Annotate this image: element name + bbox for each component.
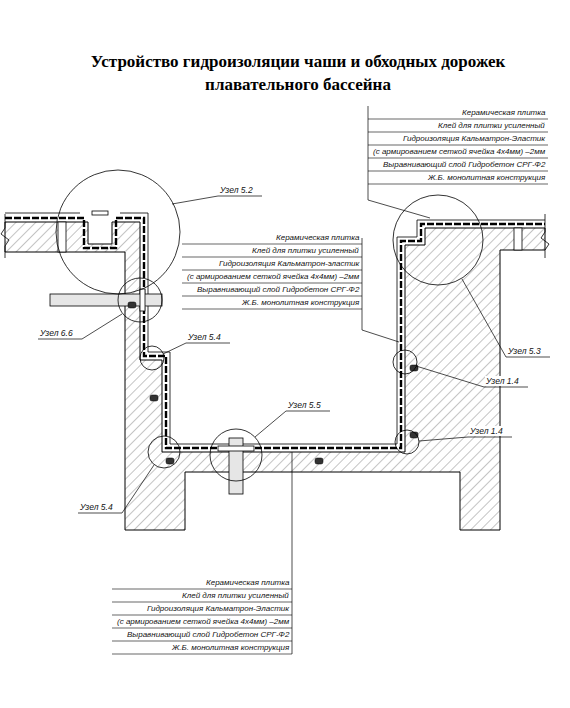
drawing-title: Устройство гидроизоляции чаши и обходных… <box>58 50 538 96</box>
layer-note: Гидроизоляция Кальматрон-Эластик <box>402 134 546 144</box>
layer-note: (с армированием сеткой ячейка 4х4мм) –2м… <box>372 147 546 157</box>
stack-leader <box>292 106 430 654</box>
note-underline <box>112 119 548 654</box>
layer-note: Керамическая плитка <box>461 108 546 118</box>
layer-note: Гидроизоляция Кальматрон-Эластик <box>146 604 290 614</box>
drain-flange <box>218 446 254 451</box>
tile-layer <box>120 213 545 444</box>
layer-note: Клей для плитки усиленный <box>251 246 360 256</box>
callout-label: Узел 5.5 <box>287 400 322 410</box>
waterproofing-layer <box>5 218 545 448</box>
layer-note: Клей для плитки усиленный <box>437 121 546 131</box>
concrete-structure <box>5 222 545 530</box>
break-line <box>1 214 9 258</box>
detail-circle <box>56 170 483 481</box>
callout-label: Узел 6.6 <box>39 328 74 338</box>
pipe-flange <box>140 289 145 311</box>
layer-note: Керамическая плитка <box>275 233 360 243</box>
callout-label: Узел 1.4 <box>485 376 520 386</box>
callout-label: Узел 1.4 <box>469 426 504 436</box>
joint-strip <box>514 228 522 250</box>
layer-note: Ж.Б. монолитная конструкция <box>427 173 546 183</box>
layer-note: (с армированием сеткой ячейка 4х4мм) –2м… <box>186 272 360 282</box>
callout-label: Узел 5.3 <box>507 346 542 356</box>
layer-note: Клей для плитки усиленный <box>181 591 290 601</box>
layer-note: Выравнивающий слой Гидробетон СРГ-Ф2 <box>382 160 546 170</box>
gutter-grate <box>92 211 108 215</box>
waterstop <box>128 302 418 464</box>
layer-note: Выравнивающий слой Гидробетон СРГ-Ф2 <box>196 285 360 295</box>
break-line <box>541 214 549 258</box>
layer-note: (с армированием сеткой ячейка 4х4мм) –2м… <box>116 617 290 627</box>
leader-line <box>38 196 550 513</box>
layer-note: Керамическая плитка <box>205 578 290 588</box>
callout-label: Узел 5.4 <box>187 332 222 342</box>
callout-label: Узел 5.2 <box>219 185 254 195</box>
layer-note: Ж.Б. монолитная конструкция <box>171 643 290 653</box>
callout-label: Узел 5.4 <box>79 502 114 512</box>
layer-note: Ж.Б. монолитная конструкция <box>241 298 360 308</box>
layer-note: Гидроизоляция Кальматрон-эластик <box>218 259 360 269</box>
layer-note: Выравнивающий слой Гидробетон СРГ-Ф2 <box>126 630 290 640</box>
tile-layer <box>5 213 80 214</box>
joint-strip <box>58 222 66 252</box>
